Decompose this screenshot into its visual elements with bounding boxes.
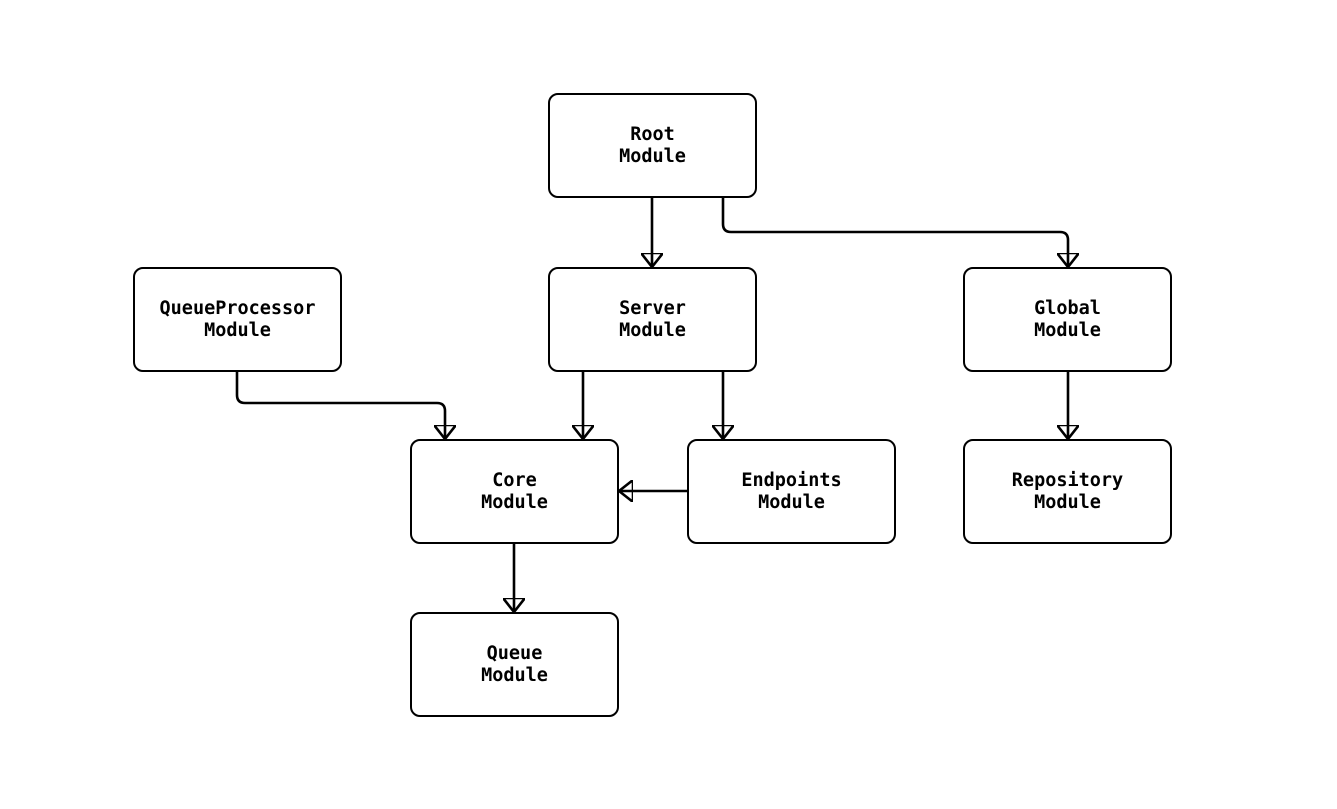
node-label-line1: Global xyxy=(1034,297,1101,319)
node-core-module: Core Module xyxy=(410,439,619,544)
node-label-line2: Module xyxy=(1034,319,1101,341)
node-server-module: Server Module xyxy=(548,267,757,372)
node-label-line1: Repository xyxy=(1011,469,1124,491)
node-label-line1: Core xyxy=(492,469,537,491)
node-label-line2: Module xyxy=(619,145,686,167)
edge-queueprocessor-to-core xyxy=(235,372,445,439)
node-label-line2: Module xyxy=(758,491,825,513)
node-label-line1: Endpoints xyxy=(741,469,842,491)
node-root-module: Root Module xyxy=(548,93,757,198)
node-queueprocessor-module: QueueProcessor Module xyxy=(133,267,342,372)
node-label-line1: Server xyxy=(619,297,686,319)
node-label-line2: Module xyxy=(619,319,686,341)
edge-root-to-global xyxy=(721,198,1068,267)
node-label-line1: Queue xyxy=(486,642,543,664)
node-label-line2: Module xyxy=(1034,491,1101,513)
node-repository-module: Repository Module xyxy=(963,439,1172,544)
node-label-line2: Module xyxy=(204,319,271,341)
node-global-module: Global Module xyxy=(963,267,1172,372)
node-label-line2: Module xyxy=(481,491,548,513)
node-label-line1: Root xyxy=(630,123,675,145)
node-queue-module: Queue Module xyxy=(410,612,619,717)
node-endpoints-module: Endpoints Module xyxy=(687,439,896,544)
node-label-line2: Module xyxy=(481,664,548,686)
node-label-line1: QueueProcessor xyxy=(159,297,316,319)
